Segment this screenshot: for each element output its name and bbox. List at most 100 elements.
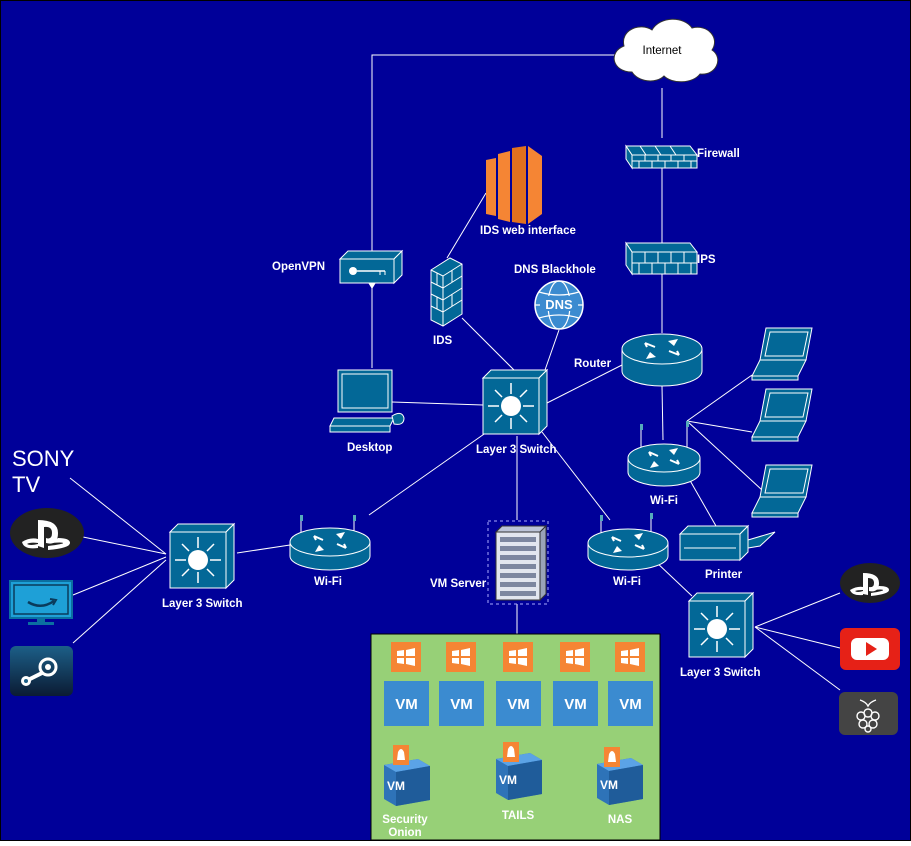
l3-switch-left[interactable]: Layer 3 Switch — [162, 522, 243, 610]
playstation-left[interactable] — [10, 508, 84, 558]
wire-wifiright-printer — [687, 476, 717, 527]
vm-tile-label: VM — [564, 696, 587, 713]
wire-l3left-prime — [72, 556, 167, 596]
vpn-box-icon — [338, 249, 404, 285]
connectors — [69, 54, 841, 691]
printer-label: Printer — [705, 569, 743, 581]
wireless-router-icon — [627, 421, 701, 487]
laptop-2[interactable] — [751, 388, 813, 442]
desktop-device[interactable]: Desktop — [329, 369, 405, 454]
server-rack-icon — [487, 520, 549, 605]
wire-wifiright-laptop2 — [686, 420, 753, 433]
vm-tile[interactable]: VM — [384, 681, 429, 726]
internet-cloud[interactable]: Internet — [613, 18, 719, 83]
linux-vm-cube-label: VM — [499, 773, 517, 787]
wire-internet-openvpn — [371, 54, 615, 252]
laptop-3[interactable] — [751, 464, 813, 518]
vm-tile[interactable]: VM — [439, 681, 484, 726]
linux-vm-cube-icon: VM — [496, 742, 542, 800]
server-stack-icon — [486, 146, 542, 224]
steam-device[interactable] — [10, 646, 73, 696]
wire-router-l3center — [546, 364, 623, 404]
windows-icon — [615, 642, 645, 672]
vm-row: VM VM VM VM VM — [384, 681, 653, 726]
wire-l3right-ps — [754, 592, 841, 628]
wifi-right[interactable]: Wi-Fi — [627, 421, 701, 507]
sony-tv-label-line1: SONY — [12, 446, 75, 471]
vm-server[interactable]: VM Server — [430, 520, 549, 605]
ids-web-label: IDS web interface — [480, 225, 576, 237]
playstation-icon — [10, 508, 84, 558]
laptop-icon — [751, 327, 813, 381]
youtube-device[interactable] — [840, 628, 900, 670]
wire-wifiright-laptop1 — [686, 374, 753, 422]
raspberry-pi-device[interactable] — [839, 692, 898, 735]
ips-firewall-icon — [625, 241, 699, 276]
ips-device[interactable]: IPS — [625, 241, 716, 276]
wire-l3left-ps — [82, 536, 167, 555]
linux-vm-tails[interactable]: VM TAILS — [496, 742, 542, 822]
vm-tile-label: VM — [619, 696, 642, 713]
cloud-icon — [613, 18, 719, 83]
vm-tile[interactable]: VM — [496, 681, 541, 726]
windows-icon — [560, 642, 590, 672]
sony-tv-label-line2: TV — [12, 472, 40, 497]
windows-icon — [446, 642, 476, 672]
desktop-computer-icon — [329, 369, 405, 433]
windows-icon — [391, 642, 421, 672]
laptop-icon — [751, 388, 813, 442]
security-onion-label-line1: Security — [382, 814, 428, 826]
router-icon — [621, 333, 703, 387]
l3-switch-center[interactable]: Layer 3 Switch — [476, 368, 557, 456]
monitor-icon — [9, 580, 73, 625]
firewall-label: Firewall — [697, 148, 740, 160]
laptop-icon — [751, 464, 813, 518]
linux-vm-security-onion[interactable]: VM Security Onion — [382, 745, 430, 839]
wire-router-wifiright — [661, 385, 664, 441]
wire-l3right-youtube — [754, 626, 841, 649]
desktop-label: Desktop — [347, 442, 392, 454]
wire-l3center-wificenter — [541, 431, 611, 521]
firewall-device[interactable]: Firewall — [625, 144, 740, 170]
printer-device[interactable]: Printer — [678, 524, 776, 581]
linux-vm-cube-label: VM — [387, 779, 405, 793]
wire-l3right-raspberry — [754, 626, 841, 691]
dns-blackhole[interactable]: DNS Blackhole DNS — [514, 264, 596, 330]
security-onion-label-line2: Onion — [388, 827, 421, 839]
wire-wifiright-laptop3 — [686, 420, 763, 491]
internet-label: Internet — [643, 45, 683, 57]
ids-device[interactable]: IDS — [430, 257, 463, 347]
layer3-switch-icon — [481, 368, 549, 436]
steam-icon — [10, 646, 73, 696]
wire-dns-l3center — [544, 329, 560, 371]
linux-vm-cube-icon: VM — [384, 745, 430, 806]
router-device[interactable]: Router — [574, 333, 703, 387]
vm-tile-label: VM — [507, 696, 530, 713]
firewall-icon — [625, 144, 699, 170]
sony-tv[interactable]: SONY TV — [12, 446, 75, 497]
laptop-1[interactable] — [751, 327, 813, 381]
wire-ids-l3center — [461, 317, 515, 371]
brick-wall-icon — [430, 257, 463, 327]
ids-web-interface[interactable]: IDS web interface — [480, 146, 576, 237]
vm-tile[interactable]: VM — [608, 681, 653, 726]
prime-video-tv[interactable] — [9, 580, 73, 625]
router-label: Router — [574, 358, 612, 370]
linux-vm-cube-label: VM — [600, 778, 618, 792]
wifi-center[interactable]: Wi-Fi — [587, 513, 669, 588]
printer-icon — [678, 524, 776, 562]
wire-desktop-l3center — [391, 401, 484, 406]
dns-globe-icon: DNS — [534, 280, 584, 330]
linux-vm-nas[interactable]: VM NAS — [597, 747, 643, 826]
openvpn-device[interactable]: OpenVPN — [272, 249, 404, 285]
playstation-right[interactable] — [840, 563, 900, 603]
wifi-left-label: Wi-Fi — [314, 576, 342, 588]
l3-switch-right[interactable]: Layer 3 Switch — [680, 591, 761, 679]
l3-center-label: Layer 3 Switch — [476, 444, 557, 456]
openvpn-label: OpenVPN — [272, 261, 325, 273]
wireless-router-icon — [587, 513, 669, 571]
wifi-left[interactable]: Wi-Fi — [289, 515, 371, 588]
vm-tile[interactable]: VM — [553, 681, 598, 726]
l3-right-label: Layer 3 Switch — [680, 667, 761, 679]
